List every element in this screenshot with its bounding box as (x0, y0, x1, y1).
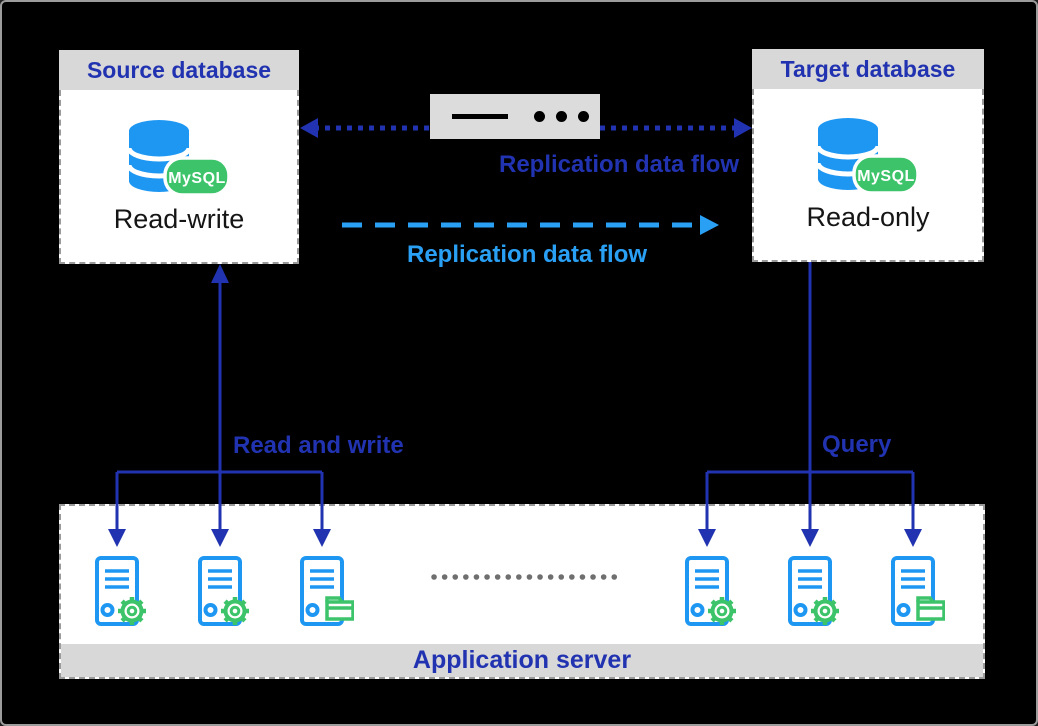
gear-icon (221, 597, 249, 625)
replication-data-flow-label-bottom: Replication data flow (407, 241, 648, 268)
app-server-icon (683, 555, 739, 631)
app-server-icon (298, 555, 354, 631)
replication-dashed-arrow (342, 215, 719, 235)
replication-node-dash (452, 114, 508, 119)
app-server-icon (196, 555, 252, 631)
replication-data-flow-label-top: Replication data flow (499, 151, 740, 178)
mysql-database-icon: MySQL (816, 118, 920, 195)
read-and-write-label: Read and write (233, 432, 404, 459)
query-label: Query (822, 431, 892, 458)
replication-node-icon (430, 94, 600, 139)
source-database-title: Source database (59, 50, 299, 90)
source-database-mode: Read-write (113, 203, 245, 234)
mysql-badge-label: MySQL (168, 170, 226, 187)
gear-icon (118, 597, 146, 625)
source-database-body: MySQL Read-write (59, 90, 299, 264)
target-database-mode: Read-only (806, 202, 930, 232)
source-database-box: Source database MySQL Read-write (59, 50, 299, 264)
application-server-label: Application server (61, 644, 983, 677)
app-server-icon (786, 555, 842, 631)
app-server-icon (93, 555, 149, 631)
gear-icon (811, 597, 839, 625)
folder-icon (325, 596, 354, 621)
folder-icon (916, 596, 945, 621)
app-server-icon (889, 555, 945, 631)
mysql-database-icon: MySQL (127, 119, 231, 197)
gear-icon (708, 597, 736, 625)
mysql-badge-label: MySQL (857, 168, 915, 185)
target-database-box: Target database MySQL Read-only (752, 49, 984, 262)
target-database-title: Target database (752, 49, 984, 89)
target-database-body: MySQL Read-only (752, 89, 984, 262)
